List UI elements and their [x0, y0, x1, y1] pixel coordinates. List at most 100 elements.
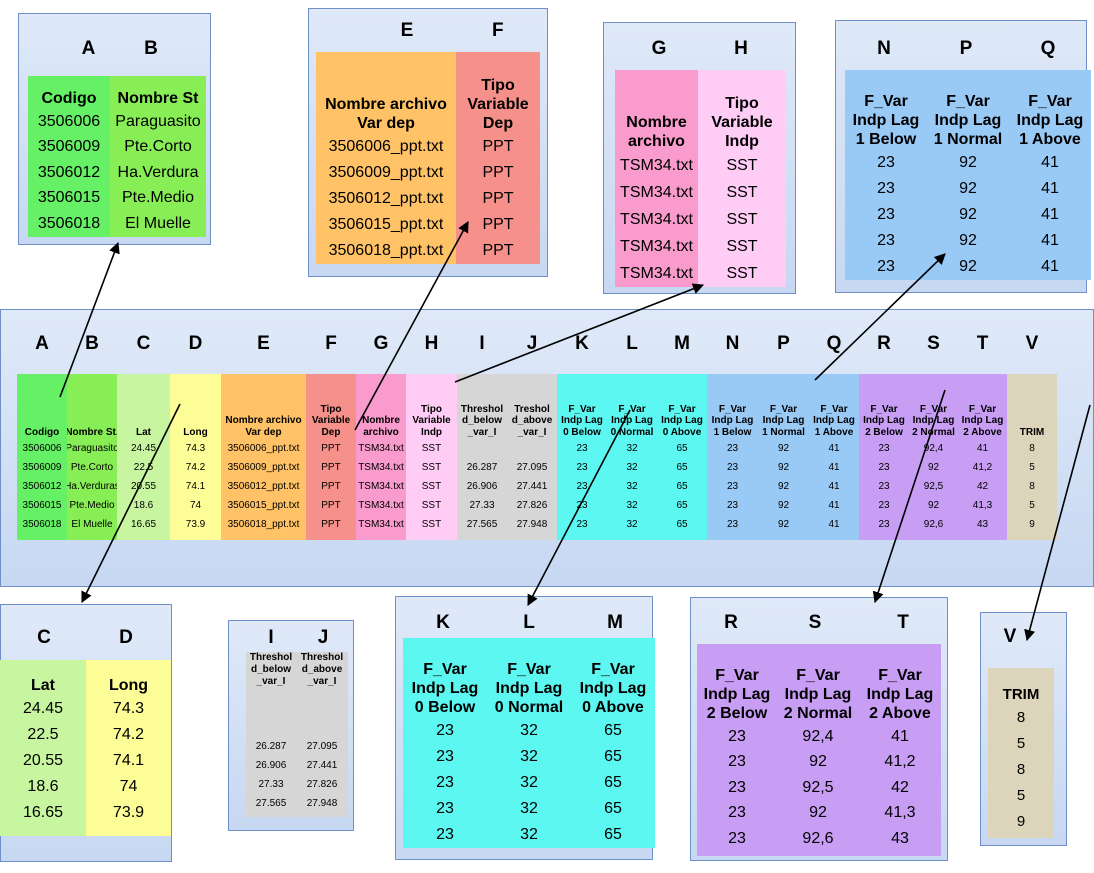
column-padding — [17, 534, 67, 540]
table-cell: 8 — [1029, 481, 1035, 492]
header-line: 0 Above — [662, 427, 702, 439]
column-padding — [909, 534, 958, 540]
table-cell: PPT — [482, 190, 514, 207]
table-cell: TSM34.txt — [620, 210, 693, 228]
table-cell: PPT — [321, 500, 341, 511]
table-cell: TSM34.txt — [620, 237, 693, 255]
column-letter: S — [927, 333, 940, 354]
table-cell: 23 — [576, 443, 588, 454]
column-padding — [657, 534, 707, 540]
header-line: 0 Normal — [494, 699, 564, 717]
table-cell: PPT — [321, 481, 341, 492]
table-cell: 5 — [1016, 734, 1026, 752]
table-cell: 23 — [726, 443, 739, 454]
table-cell: 23 — [728, 804, 746, 822]
column-padding — [246, 813, 296, 817]
column-letter: K — [436, 612, 450, 633]
table-cell: 20.55 — [22, 752, 64, 769]
header-line: Indp — [420, 427, 443, 439]
table-cell: 23 — [576, 519, 588, 530]
table-cell — [507, 439, 557, 458]
callout-ef-column-letters: EF — [322, 20, 504, 42]
table-cell: 27.33 — [258, 779, 284, 790]
header-line: Indp Lag — [495, 680, 563, 698]
table-cell: 73.9 — [112, 804, 145, 821]
header-line: F_Var — [715, 667, 759, 685]
table-cell: 27.565 — [466, 519, 498, 530]
header-line: Var dep — [357, 115, 415, 133]
header-line: 2 Normal — [783, 705, 853, 723]
table-cell: 3506012_ppt.txt — [328, 190, 444, 207]
header-line: 1 Normal — [762, 427, 805, 439]
table-cell: 3506015_ppt.txt — [227, 500, 300, 511]
header-line: F_Var — [591, 661, 635, 679]
table-cell: PPT — [482, 216, 514, 233]
header-line: _var_I — [256, 675, 286, 687]
table-cell: Pte.Corto — [70, 462, 114, 473]
table-cell: 41 — [1041, 232, 1059, 249]
column-letter: R — [724, 612, 738, 633]
header-line: F_Var — [718, 403, 747, 415]
header-line: F_Var — [668, 403, 696, 415]
table-cell: 92 — [809, 753, 827, 771]
column-header: TRIM — [988, 668, 1054, 704]
table-cell: 92 — [927, 500, 940, 511]
table-cell — [296, 718, 348, 737]
column-padding — [296, 813, 348, 817]
table-cell: 41 — [828, 481, 840, 492]
table-cell: 3506006_ppt.txt — [227, 443, 300, 454]
column-header: Nombre St — [110, 76, 206, 109]
table-cell: 43 — [976, 519, 989, 530]
column-padding — [958, 534, 1007, 540]
table-cell: 3506015_ppt.txt — [328, 216, 444, 233]
table-cell: SST — [421, 462, 442, 473]
table-cell: 65 — [604, 800, 622, 817]
column-header: Lat — [117, 374, 170, 439]
table-cell: 23 — [576, 481, 588, 492]
column-letter: M — [674, 333, 690, 354]
table-cell: 5 — [1016, 786, 1026, 804]
table-cell: SST — [421, 443, 442, 454]
column-padding — [507, 534, 557, 540]
table-cell: PPT — [321, 443, 341, 454]
header-line: d_above — [511, 415, 553, 427]
table-cell: El Muelle — [125, 214, 191, 232]
table-cell: 32 — [626, 481, 638, 492]
table-cell: 32 — [520, 800, 538, 817]
header-line: Nombre archivo — [225, 415, 302, 427]
table-cell: 74.2 — [185, 462, 206, 473]
table-cell — [246, 718, 296, 737]
column-padding — [117, 534, 170, 540]
header-line: Variable — [711, 114, 773, 132]
table-cell: 23 — [877, 154, 895, 171]
header-line: Indp Lag — [961, 415, 1004, 427]
table-cell: PPT — [482, 138, 514, 155]
header-line: F_Var — [946, 93, 990, 111]
table-cell: 3506018 — [37, 214, 101, 232]
header-line: Indp Lag — [661, 415, 703, 427]
header-line: Nombre St. — [67, 427, 117, 439]
column-letter: N — [877, 38, 891, 59]
column-padding — [356, 534, 406, 540]
table-cell: 27.826 — [306, 779, 338, 790]
table-cell: 26.287 — [255, 741, 287, 752]
table-cell: 3506012_ppt.txt — [227, 481, 300, 492]
table-cell: 92,5 — [802, 778, 834, 796]
header-line: Indp Lag — [863, 415, 905, 427]
